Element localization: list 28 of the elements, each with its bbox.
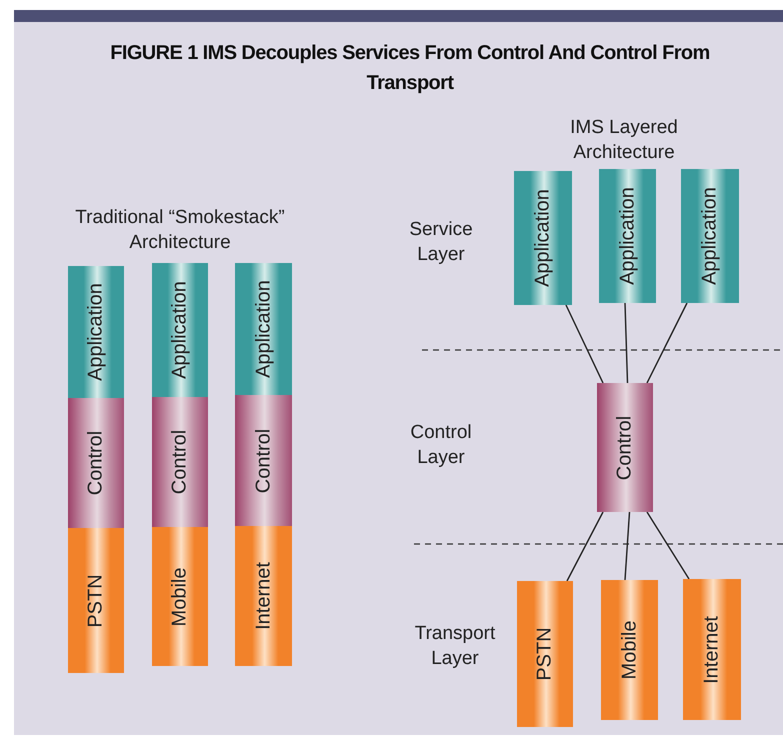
application-box: Application — [68, 266, 124, 398]
figure-title: FIGURE 1 IMS Decouples Services From Control And Control From Transport — [109, 41, 711, 96]
transport-box: PSTN — [517, 581, 573, 727]
connector-line — [646, 512, 690, 580]
application-box: Application — [152, 263, 208, 397]
application-box: Application — [514, 171, 572, 305]
transport-box: Mobile — [152, 527, 208, 666]
transport-box: Internet — [683, 579, 741, 720]
heading-label: Transport Layer — [414, 622, 496, 671]
transport-box: Internet — [235, 526, 292, 666]
control-box: Control — [235, 395, 292, 526]
application-box: Application — [599, 169, 656, 303]
connector-line — [646, 302, 688, 384]
connector-line — [624, 512, 630, 580]
application-box: Application — [235, 263, 292, 395]
heading-label: IMS Layered Architecture — [569, 116, 679, 165]
transport-box: Mobile — [601, 580, 658, 720]
application-box: Application — [681, 169, 739, 303]
heading-label: Traditional “Smokestack” Architecture — [74, 206, 286, 255]
control-box: Control — [68, 398, 124, 528]
control-box: Control — [152, 397, 208, 527]
connector-line — [565, 304, 604, 384]
connector-line — [624, 302, 628, 384]
heading-label: Service Layer — [408, 218, 474, 267]
control-box: Control — [597, 383, 653, 512]
transport-box: PSTN — [68, 528, 124, 673]
heading-label: Control Layer — [409, 421, 473, 470]
connector-line — [566, 512, 604, 582]
